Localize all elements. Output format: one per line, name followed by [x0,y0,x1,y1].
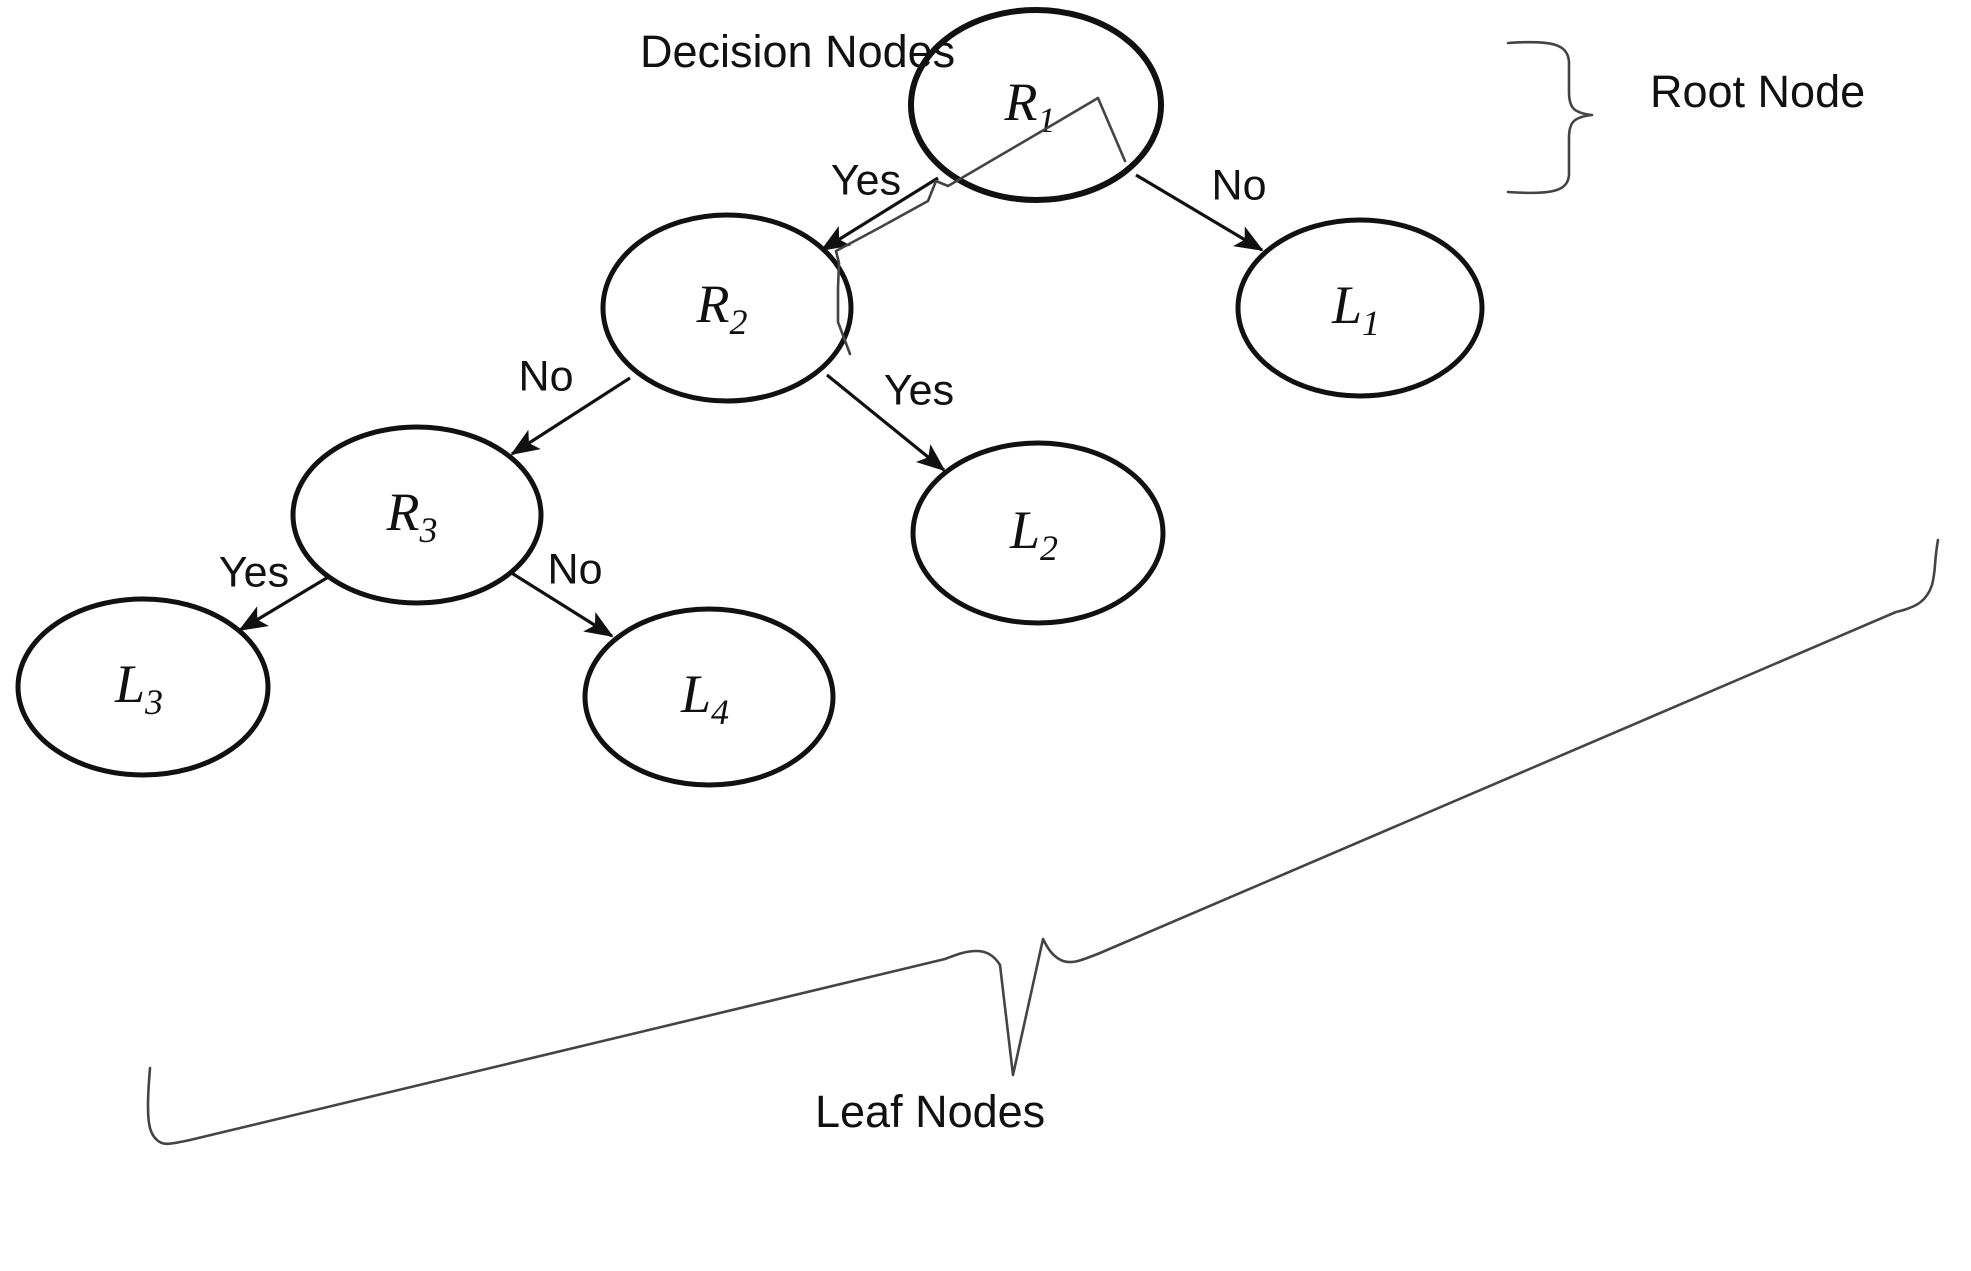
node-l4[interactable]: L4 [582,606,836,788]
decision-nodes-label: Decision Nodes [640,26,955,77]
node-ellipse-l1[interactable] [1235,217,1485,399]
edge-line-r1-l1 [1135,173,1264,252]
edge-line-r1-r2 [820,176,939,252]
node-label-r3: R3 [386,482,438,550]
node-l1[interactable]: L1 [1235,217,1485,399]
edge-line-r3-l3 [238,574,331,632]
node-ellipse-l3[interactable] [15,596,271,778]
edge-line-r2-r3 [510,376,631,456]
node-sub-r3: 3 [419,510,438,550]
node-base-r3: R [386,482,420,542]
edge-r3-l4: No [509,545,614,638]
node-sub-r2: 2 [730,302,748,342]
decision-nodes-brace-icon [834,96,1127,356]
node-sub-r1: 1 [1038,100,1056,140]
edge-label-r1-l1: No [1212,161,1267,209]
node-r3[interactable]: R3 [290,424,544,606]
node-ellipse-l2[interactable] [910,440,1166,626]
annotation-root-node: Root Node [1506,40,1865,195]
nodes-layer: R1 R2 R3 L1 L2 L3 [15,7,1485,788]
node-sub-l1: 1 [1362,303,1380,343]
edge-label-r3-l3: Yes [219,548,289,596]
node-ellipse-l4[interactable] [582,606,836,788]
edge-line-r2-l2 [825,373,946,472]
node-label-l3: L3 [114,654,163,722]
edge-r1-r2: Yes [820,156,939,252]
edge-label-r2-r3: No [519,352,574,400]
leaf-nodes-label: Leaf Nodes [815,1086,1045,1137]
node-ellipse-r2[interactable] [600,212,854,404]
node-l2[interactable]: L2 [910,440,1166,626]
node-label-l4: L4 [680,664,729,732]
node-label-r2: R2 [696,274,748,342]
node-base-l3: L [114,654,145,714]
node-base-l1: L [1331,275,1362,335]
root-node-label: Root Node [1650,66,1865,117]
root-node-brace-icon [1506,40,1594,195]
edge-r3-l3: Yes [219,548,331,632]
node-sub-l4: 4 [711,692,729,732]
node-label-l2: L2 [1009,500,1058,568]
node-label-r1: R1 [1004,72,1056,140]
edge-r2-r3: No [510,352,631,456]
edge-line-r3-l4 [509,570,614,638]
node-base-l4: L [680,664,711,724]
node-sub-l2: 2 [1040,528,1058,568]
node-label-l1: L1 [1331,275,1380,343]
node-ellipse-r1[interactable] [908,7,1164,203]
annotation-leaf-nodes: Leaf Nodes [146,538,1940,1146]
edge-label-r3-l4: No [548,545,603,593]
edges-layer: Yes No No Yes Yes No [219,156,1267,638]
edge-label-r2-l2: Yes [884,366,954,414]
node-base-r2: R [696,274,730,334]
node-base-l2: L [1009,500,1040,560]
node-r2[interactable]: R2 [600,212,854,404]
edge-label-r1-r2: Yes [831,156,901,204]
edge-r1-l1: No [1135,161,1267,252]
edge-r2-l2: Yes [825,366,954,472]
node-sub-l3: 3 [144,682,163,722]
node-ellipse-r3[interactable] [290,424,544,606]
node-r1[interactable]: R1 [908,7,1164,203]
leaf-nodes-brace-icon [146,538,1940,1146]
node-l3[interactable]: L3 [15,596,271,778]
annotation-decision-nodes: Decision Nodes [640,26,1127,356]
node-base-r1: R [1004,72,1038,132]
